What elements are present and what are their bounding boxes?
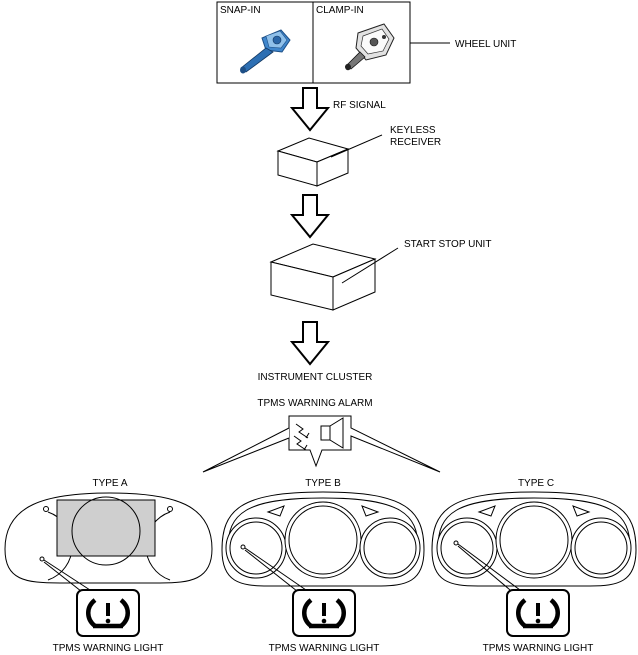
down-arrow-icon [289, 321, 331, 366]
keyless-receiver-label-line2: RECEIVER [390, 137, 441, 148]
cluster-type-b [221, 491, 425, 596]
down-arrow-icon [289, 194, 331, 239]
snap-in-sensor-icon [240, 29, 291, 74]
keyless-receiver-label-line1: KEYLESS [390, 125, 436, 136]
warning-alarm-label: TPMS WARNING ALARM [257, 398, 372, 409]
cluster-type-a-label: TYPE A [92, 478, 127, 489]
tpms-warning-light-label-b: TPMS WARNING LIGHT [269, 643, 380, 654]
cluster-type-c [431, 491, 637, 596]
instrument-cluster-label: INSTRUMENT CLUSTER [258, 372, 373, 383]
tpms-warning-light-icon [292, 589, 356, 637]
cluster-type-c-label: TYPE C [518, 478, 554, 489]
tpms-warning-light-label-a: TPMS WARNING LIGHT [53, 643, 164, 654]
wheel-unit-box: SNAP-IN CLAMP-IN WHEEL UNIT [216, 1, 516, 84]
rf-signal-label: RF SIGNAL [333, 100, 386, 111]
start-stop-unit-label: START STOP UNIT [404, 239, 491, 250]
clamp-in-sensor-icon [345, 23, 395, 71]
down-arrow-icon [289, 87, 331, 132]
tpms-warning-light-icon [76, 589, 140, 637]
snap-in-label: SNAP-IN [220, 5, 261, 16]
warning-alarm-callout [202, 415, 441, 473]
tpms-warning-light-label-c: TPMS WARNING LIGHT [483, 643, 594, 654]
clamp-in-label: CLAMP-IN [316, 5, 364, 16]
tpms-warning-light-icon [506, 589, 570, 637]
cluster-type-a [4, 492, 213, 596]
start-stop-unit-box [269, 243, 399, 311]
keyless-receiver-box [276, 134, 383, 187]
cluster-type-b-label: TYPE B [305, 478, 341, 489]
speaker-icon [293, 417, 344, 451]
wheel-unit-label: WHEEL UNIT [455, 39, 516, 50]
